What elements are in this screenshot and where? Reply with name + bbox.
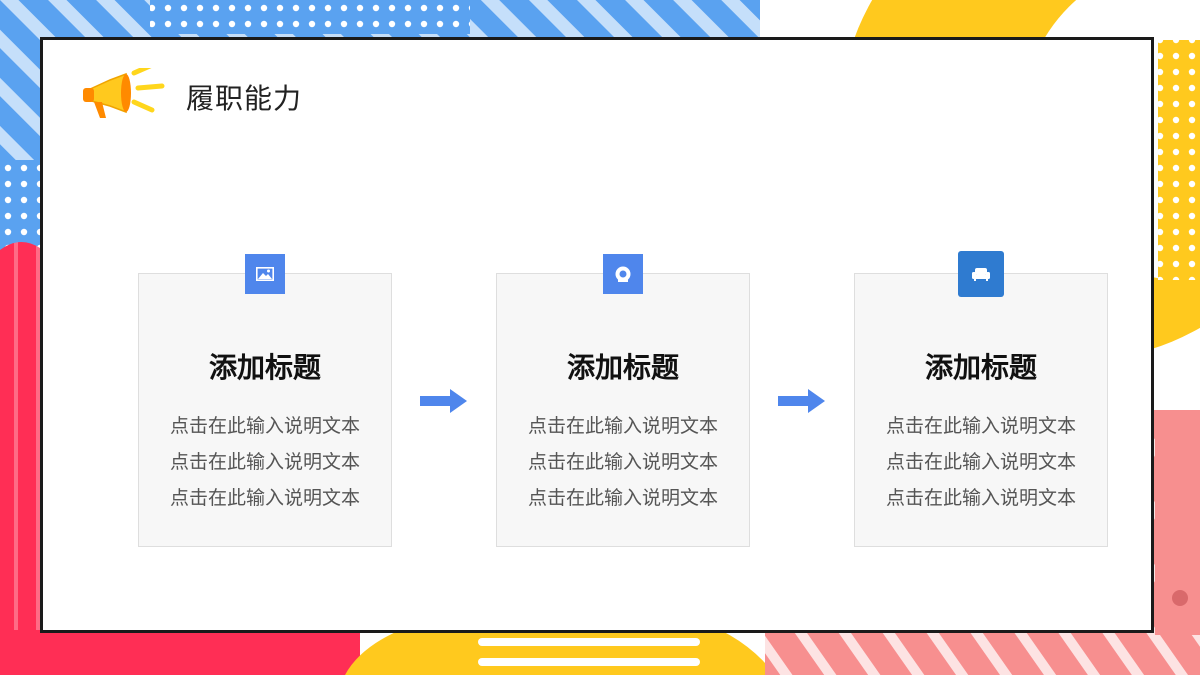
image-icon — [256, 267, 274, 281]
arrow-right-icon — [420, 389, 467, 413]
description-line: 点击在此输入说明文本 — [527, 415, 718, 437]
description-line: 点击在此输入说明文本 — [169, 415, 360, 437]
card-title: 添加标题 — [924, 351, 1037, 384]
description-line: 点击在此输入说明文本 — [527, 451, 718, 473]
megaphone-icon — [83, 68, 165, 118]
card-description: 点击在此输入说明文本 点击在此输入说明文本 点击在此输入说明文本 — [855, 408, 1107, 516]
description-line: 点击在此输入说明文本 — [885, 451, 1076, 473]
step-card-2: 添加标题 点击在此输入说明文本 点击在此输入说明文本 点击在此输入说明文本 — [496, 254, 750, 547]
target-icon — [615, 266, 631, 282]
sofa-icon — [972, 268, 990, 281]
step-card-3: 添加标题 点击在此输入说明文本 点击在此输入说明文本 点击在此输入说明文本 — [854, 251, 1108, 547]
description-line: 点击在此输入说明文本 — [169, 487, 360, 509]
arrow-right-icon — [778, 389, 825, 413]
description-line: 点击在此输入说明文本 — [527, 487, 718, 509]
step-card-1: 添加标题 点击在此输入说明文本 点击在此输入说明文本 点击在此输入说明文本 — [138, 254, 392, 547]
description-line: 点击在此输入说明文本 — [885, 487, 1076, 509]
card-description: 点击在此输入说明文本 点击在此输入说明文本 点击在此输入说明文本 — [497, 408, 749, 516]
slide-header: 履职能力 — [80, 68, 302, 126]
card-title: 添加标题 — [208, 351, 321, 384]
description-line: 点击在此输入说明文本 — [885, 415, 1076, 437]
card-description: 点击在此输入说明文本 点击在此输入说明文本 点击在此输入说明文本 — [139, 408, 391, 516]
card-icon-badge — [958, 251, 1004, 297]
card-icon-badge — [603, 254, 643, 294]
card-title: 添加标题 — [566, 351, 679, 384]
description-line: 点击在此输入说明文本 — [169, 451, 360, 473]
page-title: 履职能力 — [186, 82, 303, 115]
card-icon-badge — [245, 254, 285, 294]
